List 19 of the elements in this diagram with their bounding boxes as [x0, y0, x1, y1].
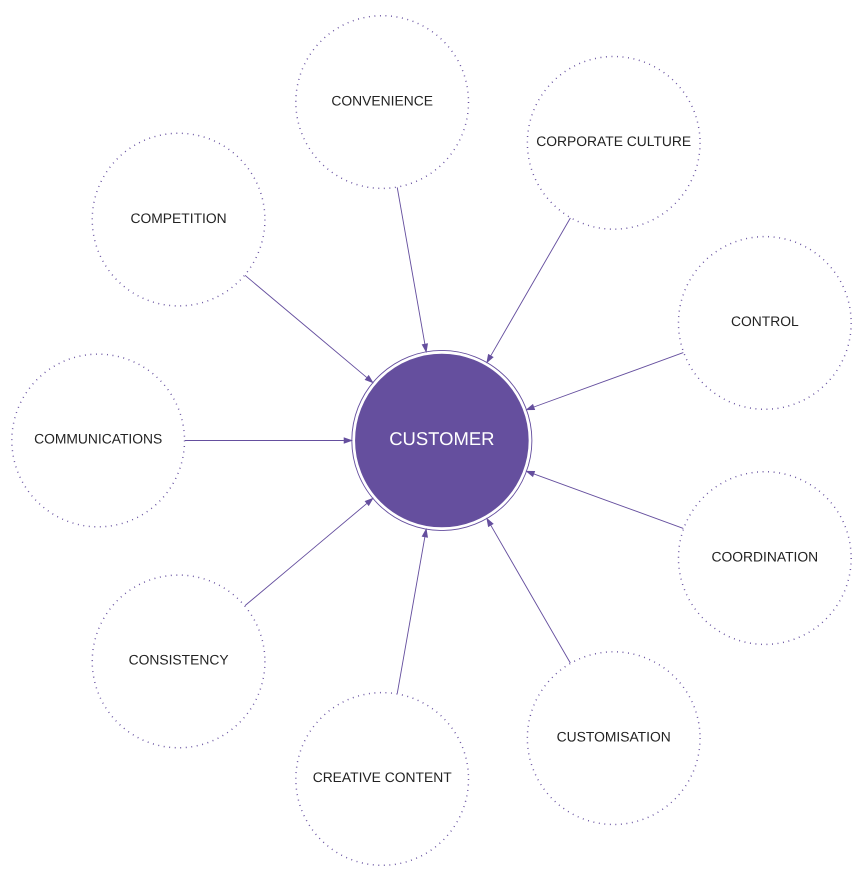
arrow [244, 498, 374, 606]
arrow [486, 518, 571, 664]
node-circle: CUSTOMER [351, 350, 532, 531]
arrow [396, 186, 428, 353]
arrow [396, 528, 428, 694]
node-circle: CONVENIENCE [295, 14, 470, 190]
arrow [184, 437, 353, 444]
node-circle: CORPORATE CULTURE [526, 56, 701, 230]
node-circle: COMPETITION [92, 132, 266, 307]
node-circle: COORDINATION [678, 470, 852, 646]
arrow [486, 218, 571, 364]
arrow [525, 470, 684, 529]
node-circle: CREATIVE CONTENT [295, 692, 470, 866]
arrow [244, 274, 374, 384]
node-circle: COMMUNICATIONS [11, 353, 186, 528]
arrow [525, 352, 684, 410]
node-circle: CONTROL [678, 236, 852, 410]
node-circle: CUSTOMISATION [526, 651, 701, 826]
node-circle: CONSISTENCY [92, 574, 266, 748]
